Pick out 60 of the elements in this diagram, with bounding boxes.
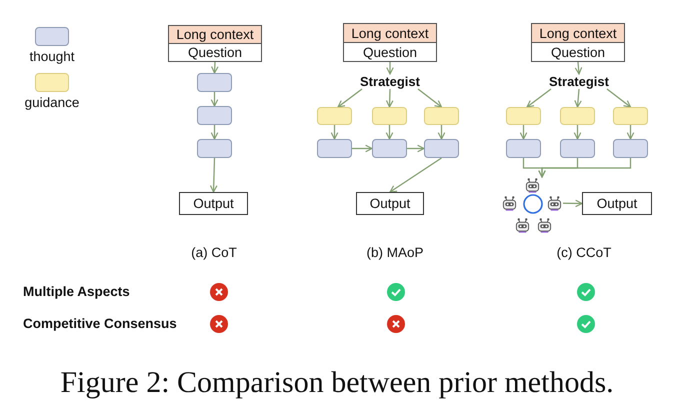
thought-box [197, 73, 232, 92]
output-box: Output [179, 192, 248, 215]
arrow [574, 88, 582, 108]
thought-box [560, 139, 595, 158]
prompt-box [168, 25, 262, 62]
strategist-label: Strategist [360, 74, 420, 89]
row-header: Multiple Aspects [23, 284, 130, 299]
guidance-box [613, 107, 648, 125]
arrow [386, 62, 394, 75]
thought-box [424, 139, 459, 158]
arrow [386, 125, 394, 140]
strategist-label: Strategist [549, 74, 609, 89]
arrow [330, 125, 338, 140]
question-label: Question [186, 44, 244, 61]
context-header: Long context [344, 24, 436, 43]
arrow [574, 62, 582, 75]
guidance-box [424, 107, 459, 125]
arrow [407, 144, 425, 152]
question-label: Question [550, 44, 606, 61]
arrow [211, 62, 219, 74]
context-header: Long context [169, 26, 261, 44]
row-header: Competitive Consensus [23, 316, 177, 331]
arrow [538, 158, 632, 178]
arrow [210, 125, 218, 140]
guidance-box [317, 107, 352, 125]
arrow [574, 125, 582, 140]
guidance-box [506, 107, 541, 125]
thought-box [197, 106, 232, 125]
arrow [210, 92, 218, 107]
arrow [606, 88, 632, 108]
thought-box [317, 139, 352, 158]
arrow [526, 88, 552, 108]
legend-label: guidance [24, 95, 80, 110]
arrow [626, 125, 634, 140]
arrow [438, 125, 446, 140]
panel-caption: (c) CCoT [556, 245, 612, 260]
output-box: Output [582, 192, 652, 215]
guidance-box [372, 107, 407, 125]
panel-caption: (b) MAoP [366, 245, 424, 260]
context-header: Long context [532, 24, 624, 43]
arrow [389, 158, 442, 193]
output-box: Output [356, 192, 424, 215]
thought-box [506, 139, 541, 158]
thought-box [197, 139, 232, 158]
arrow [520, 125, 528, 140]
prompt-box [343, 23, 437, 62]
thought-box [372, 139, 407, 158]
prompt-box [531, 23, 625, 62]
arrow [563, 200, 583, 208]
legend-label: thought [29, 49, 75, 64]
panel-caption: (a) CoT [191, 245, 237, 260]
thought-box [613, 139, 648, 158]
figure-caption: Figure 2: Comparison between prior methods. [60, 366, 614, 400]
arrow [337, 88, 362, 108]
arrow [418, 88, 442, 108]
arrow [210, 158, 218, 193]
arrow [386, 88, 394, 108]
guidance-box [560, 107, 595, 125]
arrow [352, 144, 373, 152]
question-label: Question [362, 44, 418, 61]
